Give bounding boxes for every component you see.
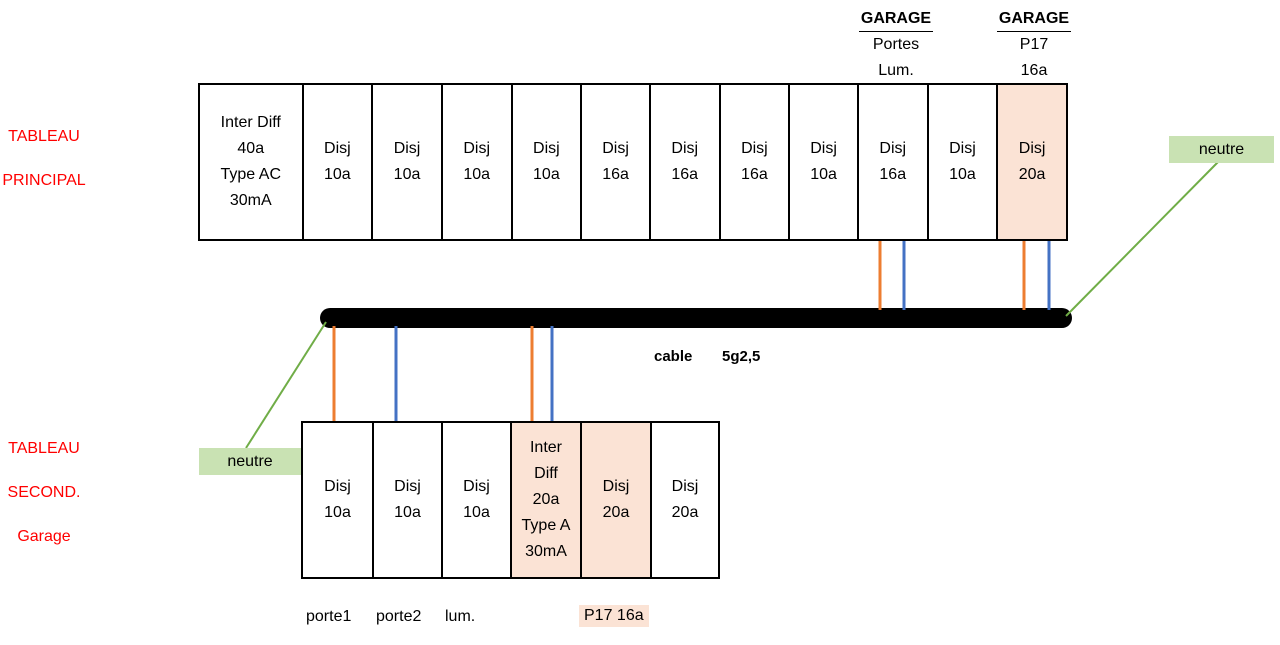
neutre-label-top: neutre: [1169, 136, 1274, 163]
breaker-cell: Disj 10a: [929, 85, 999, 239]
breaker-text: Type A: [521, 517, 571, 534]
breaker-cell: Disj 16a: [721, 85, 791, 239]
header-line: Lum.: [878, 62, 914, 79]
breaker-text: 10a: [393, 166, 421, 183]
breaker-cell: Disj 10a: [513, 85, 583, 239]
breaker-cell: Disj 10a: [304, 85, 374, 239]
neutre-leader-bottom: [245, 321, 327, 449]
header-line: 16a: [1020, 62, 1048, 79]
breaker-cell: Disj 10a: [790, 85, 859, 239]
breaker-cell: Disj 16a: [582, 85, 651, 239]
breaker-text: 10a: [463, 504, 490, 521]
breaker-text: Disj: [810, 140, 837, 157]
neutre-leader-top: [1065, 161, 1219, 317]
label-line: TABLEAU: [8, 440, 80, 457]
breaker-text: Disj: [741, 140, 768, 157]
breaker-text: Disj: [394, 478, 421, 495]
breaker-text: Disj: [463, 140, 491, 157]
breaker-text: 16a: [602, 166, 629, 183]
bottom-label-lum: lum.: [445, 608, 476, 625]
breaker-cell: Disj 10a: [443, 85, 513, 239]
bottom-label-p17: P17 16a: [579, 605, 649, 627]
breaker-text: 10a: [463, 166, 491, 183]
header-title: GARAGE: [996, 7, 1072, 32]
label-line: Garage: [17, 528, 71, 545]
breaker-text: Disj: [671, 478, 699, 495]
breaker-text: 20a: [602, 504, 630, 521]
label-line: PRINCIPAL: [2, 172, 86, 189]
breaker-text: 10a: [394, 504, 421, 521]
label-tableau-second: TABLEAU SECOND. Garage: [0, 440, 88, 546]
breaker-text: Diff: [534, 465, 558, 482]
header-title: GARAGE: [858, 7, 934, 32]
breaker-cell: Disj 20a: [652, 423, 718, 577]
breaker-text: 10a: [324, 166, 351, 183]
breaker-text: Disj: [949, 140, 976, 157]
breaker-text: 10a: [810, 166, 837, 183]
breaker-cell: Disj 10a: [303, 423, 374, 577]
breaker-cell: Disj 10a: [443, 423, 512, 577]
breaker-cell: Disj 16a: [651, 85, 721, 239]
breaker-text: 16a: [879, 166, 907, 183]
bottom-label-porte1: porte1: [306, 608, 352, 625]
breaker-text: 20a: [532, 491, 560, 508]
breaker-text: 40a: [237, 140, 265, 157]
breaker-text: Disj: [393, 140, 421, 157]
label-tableau-principal: TABLEAU PRINCIPAL: [0, 128, 88, 190]
breaker-text: 10a: [949, 166, 976, 183]
breaker-text: 16a: [741, 166, 768, 183]
breaker-text: 20a: [1018, 166, 1046, 183]
breaker-text: Disj: [533, 140, 560, 157]
breaker-text: Disj: [879, 140, 907, 157]
breaker-text: Disj: [602, 140, 629, 157]
neutre-label-bottom: neutre: [199, 448, 301, 475]
breaker-cell: Disj 20a: [998, 85, 1066, 239]
breaker-text: 10a: [533, 166, 560, 183]
header-garage-p17: GARAGE P17 16a: [996, 6, 1072, 84]
breaker-text: 10a: [324, 504, 351, 521]
header-garage-portes: GARAGE Portes Lum.: [858, 6, 934, 84]
header-line: Portes: [872, 36, 920, 53]
breaker-text: 16a: [671, 166, 699, 183]
breaker-text: Disj: [324, 478, 351, 495]
breaker-text: 30mA: [525, 543, 567, 560]
breaker-text: Type AC: [220, 166, 281, 183]
header-line: P17: [1019, 36, 1049, 53]
breaker-cell: Disj 16a: [859, 85, 929, 239]
breaker-text: Disj: [671, 140, 699, 157]
breaker-text: 20a: [671, 504, 699, 521]
label-line: TABLEAU: [8, 128, 80, 145]
label-line: SECOND.: [7, 484, 81, 501]
breaker-text: Inter Diff: [220, 114, 281, 131]
breaker-text: Disj: [324, 140, 351, 157]
breaker-text: Disj: [463, 478, 490, 495]
cable-label: cable: [654, 348, 693, 365]
bottom-label-porte2: porte2: [376, 608, 422, 625]
breaker-cell: Disj 20a: [582, 423, 652, 577]
breaker-text: Disj: [1018, 140, 1046, 157]
breaker-text: 30mA: [229, 192, 272, 209]
breaker-cell: Disj 10a: [374, 423, 443, 577]
cable-spec: 5g2,5: [722, 348, 761, 365]
breaker-text: Inter: [529, 439, 562, 456]
breaker-text: Disj: [602, 478, 630, 495]
breaker-cell: Disj 10a: [373, 85, 443, 239]
